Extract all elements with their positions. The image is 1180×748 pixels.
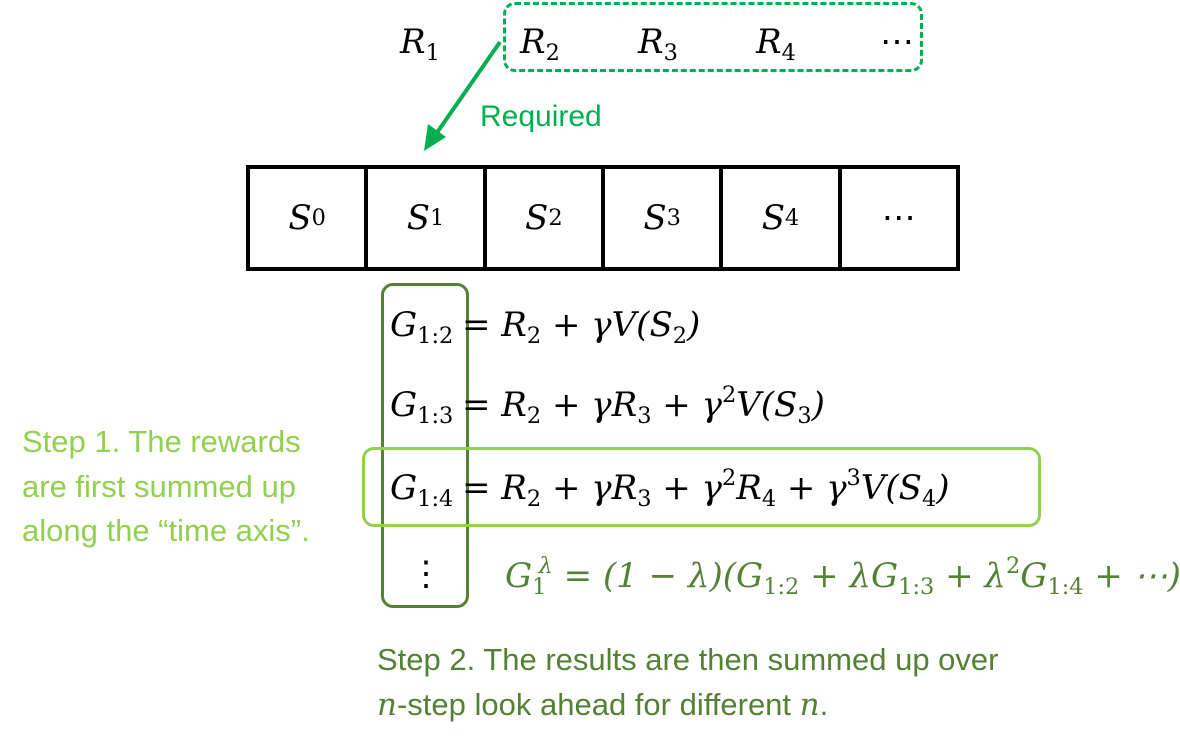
return-g13-rhs: = R2 + γR3 + γ2V(S3) bbox=[462, 382, 825, 430]
g-column-box bbox=[381, 283, 469, 608]
return-g13: G1:3= R2 + γR3 + γ2V(S3) bbox=[390, 382, 825, 430]
reward-r3: R3 bbox=[638, 22, 678, 67]
return-g12-lhs: G1:2 bbox=[390, 305, 454, 350]
required-rewards-box bbox=[503, 2, 923, 72]
step1-line: Step 1. The rewards bbox=[22, 424, 301, 459]
return-g13-lhs: G1:3 bbox=[390, 385, 454, 430]
reward-r1: R1 bbox=[400, 22, 440, 67]
reward-r4: R4 bbox=[756, 22, 796, 67]
return-g12: G1:2= R2 + γV(S2) bbox=[390, 305, 701, 350]
return-g14: G1:4= R2 + γR3 + γ2R4 + γ3V(S4) bbox=[390, 465, 950, 513]
step1-line: are first summed up bbox=[22, 468, 296, 504]
reward-r2: R2 bbox=[520, 22, 560, 67]
step2-line: Step 2. The results are then summed up o… bbox=[377, 642, 999, 677]
g14-row-box bbox=[362, 447, 1041, 527]
return-g14-lhs: G1:4 bbox=[390, 468, 454, 513]
step2-annotation: Step 2. The results are then summed up o… bbox=[377, 638, 998, 727]
step1-annotation: Step 1. The rewards are first summed up … bbox=[22, 420, 310, 554]
step2-line: n-step look ahead for different n. bbox=[377, 686, 829, 723]
required-label: Required bbox=[480, 100, 602, 133]
reward-ellipsis: ⋯ bbox=[880, 22, 914, 62]
returns-vdots: ⋮ bbox=[409, 554, 443, 594]
return-g14-rhs: = R2 + γR3 + γ2R4 + γ3V(S4) bbox=[462, 465, 950, 513]
return-g12-rhs: = R2 + γV(S2) bbox=[462, 305, 701, 350]
step1-line: along the “time axis”. bbox=[22, 513, 310, 548]
state-cell-ellipsis: ⋯ bbox=[881, 198, 916, 238]
lambda-return-equation: G1λ = (1 − λ)(G1:2 + λG1:3 + λ2G1:4 + ⋯) bbox=[505, 553, 1180, 601]
